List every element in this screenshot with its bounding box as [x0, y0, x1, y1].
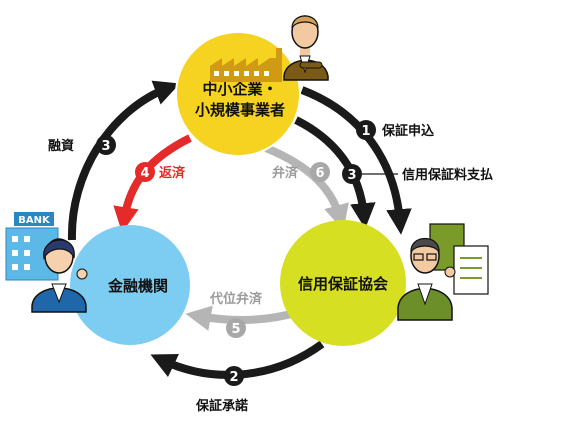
bank-sign-text: BANK	[18, 215, 51, 226]
step-5-number: 5	[231, 322, 240, 337]
step-3-fee-label: 信用保証料支払	[402, 167, 493, 183]
arrow-subrogation	[185, 305, 300, 331]
arrow-fee-payment	[294, 116, 376, 229]
node-sme-label-line2: 小規模事業者	[195, 101, 285, 119]
factory-icon	[210, 48, 282, 82]
association-staff-icon	[397, 238, 456, 321]
step-5-label: 代位弁済	[209, 291, 263, 307]
step-2-badge	[224, 366, 244, 386]
step-3-loan-badge	[96, 135, 116, 155]
step-3-loan-label: 融資	[48, 138, 74, 154]
step-6-badge	[310, 162, 330, 182]
node-bank-label: 金融機関	[107, 277, 168, 295]
step-3-fee-badge	[342, 164, 362, 184]
node-guarantee[interactable]: 信用保証協会	[280, 220, 406, 346]
node-guarantee-label: 信用保証協会	[298, 275, 388, 293]
bank-clerk-icon	[31, 238, 88, 313]
step-1-badge	[356, 120, 376, 140]
step-3-fee-number: 3	[347, 168, 356, 183]
bank-building-icon: BANK	[5, 212, 59, 281]
step-4-badge	[135, 162, 155, 182]
node-sme-label-line1: 中小企業・	[202, 80, 277, 98]
step-5-badge	[226, 318, 246, 338]
step-2-label: 保証承諾	[195, 398, 248, 414]
step-3-loan-number: 3	[101, 139, 110, 154]
businessman-icon	[283, 15, 329, 81]
arrow-reimbursement	[264, 144, 349, 231]
step-4-number: 4	[140, 166, 149, 181]
arrow-guarantee-application	[300, 86, 412, 235]
step-1-label: 保証申込	[381, 123, 435, 139]
step-6-label: 弁済	[272, 165, 299, 181]
node-bank[interactable]: 金融機関	[70, 225, 190, 345]
step-6-number: 6	[315, 166, 324, 181]
step-2-number: 2	[229, 370, 238, 385]
step-1-number: 1	[361, 124, 370, 139]
documents-icon	[429, 223, 489, 295]
step-4-label: 返済	[159, 165, 186, 181]
